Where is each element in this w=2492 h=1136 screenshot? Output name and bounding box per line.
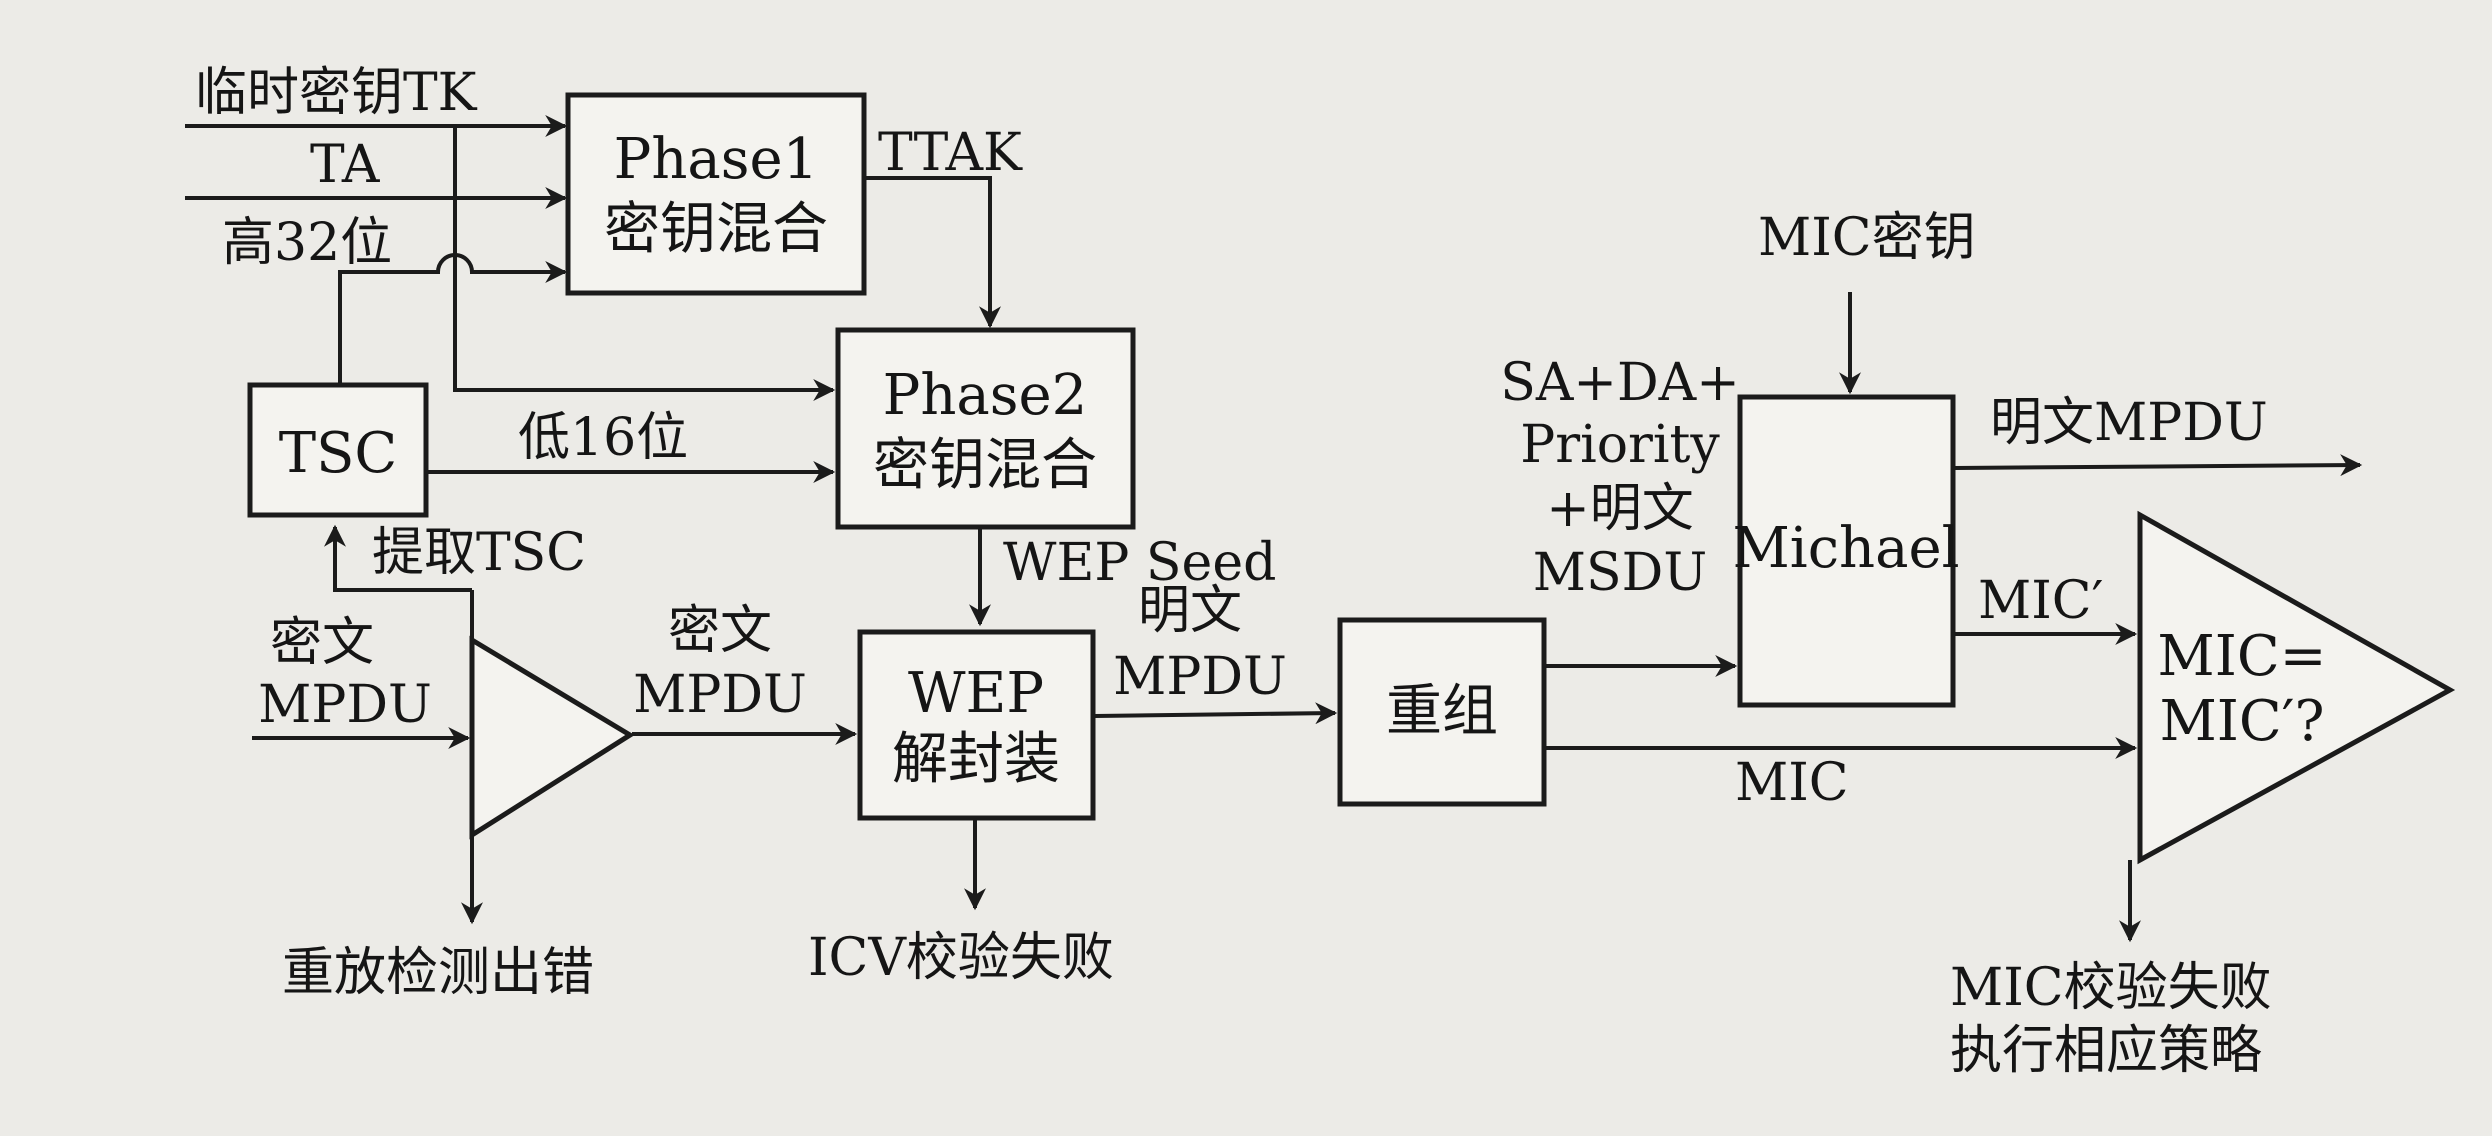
arrow-plain-out — [1954, 454, 2363, 477]
sa-da-label-line2: Priority — [1520, 415, 1720, 475]
plain-label-line2: MPDU — [1113, 647, 1287, 707]
connectors — [185, 115, 2363, 943]
sa-da-label-line4: MSDU — [1533, 543, 1707, 603]
plain-out-label: 明文MPDU — [1990, 393, 2268, 453]
low16-label: 低16位 — [518, 408, 688, 468]
wep-seed-label: WEP Seed — [1003, 533, 1276, 593]
ttak-label: TTAK — [878, 123, 1023, 183]
outcome-labels: 重放检测出错 ICV校验失败 MIC校验失败 执行相应策略 — [282, 928, 2272, 1081]
cipher-mid-label-line1: 密文 — [668, 601, 772, 661]
wep-label-line1: WEP — [908, 661, 1044, 726]
compare-label-line1: MIC= — [2157, 624, 2326, 689]
reassemble-block: 重组 — [1337, 617, 1547, 807]
ta-label: TA — [310, 135, 381, 195]
sa-da-label-line1: SA+DA+ — [1500, 353, 1740, 413]
extract-tsc-label: 提取TSC — [372, 523, 586, 583]
phase2-label-line1: Phase2 — [883, 363, 1088, 428]
wep-decap-block: WEP 解封装 — [857, 629, 1096, 821]
icv-fail-label: ICV校验失败 — [808, 928, 1114, 988]
mic-fail-label-line2: 执行相应策略 — [1950, 1021, 2262, 1081]
phase2-block: Phase2 密钥混合 — [835, 327, 1136, 530]
mic-key-label: MIC密钥 — [1758, 208, 1976, 268]
phase1-label-line2: 密钥混合 — [604, 197, 828, 262]
replay-error-label: 重放检测出错 — [282, 943, 594, 1003]
arrow-plain-to-reassemble — [1094, 702, 1338, 725]
tsc-block: TSC — [247, 382, 429, 518]
cipher-in-label-line2: MPDU — [258, 675, 432, 735]
sa-da-label-line3: +明文 — [1546, 479, 1694, 539]
mic-prime-label: MIC′ — [1978, 571, 2103, 631]
reassemble-label: 重组 — [1386, 679, 1498, 744]
mic-fail-label-line1: MIC校验失败 — [1950, 958, 2272, 1018]
arrow-ttak — [865, 176, 1001, 329]
signal-labels: 临时密钥TK TA 高32位 低16位 提取TSC MIC密钥 TTAK WEP… — [195, 63, 2268, 813]
phase1-label-line1: Phase1 — [614, 127, 819, 192]
arrow-high32-to-phase1 — [338, 253, 568, 385]
michael-label: Michael — [1732, 516, 1959, 581]
arrow-tk-to-phase2 — [453, 126, 836, 401]
arrow-extract-tsc — [324, 524, 472, 592]
phase1-block: Phase1 密钥混合 — [565, 92, 867, 296]
cipher-in-label-line1: 密文 — [270, 613, 374, 673]
cipher-mid-label-line2: MPDU — [633, 665, 807, 725]
wep-label-line2: 解封装 — [892, 727, 1060, 792]
compare-label-line2: MIC′? — [2159, 689, 2324, 754]
temp-key-tk-label: 临时密钥TK — [195, 63, 478, 123]
phase2-label-line2: 密钥混合 — [873, 433, 1097, 498]
mic-compare-triangle: MIC= MIC′? — [2137, 510, 2456, 865]
high32-label: 高32位 — [222, 213, 392, 273]
tsc-label: TSC — [279, 421, 398, 486]
plain-label-line1: 明文 — [1138, 581, 1242, 641]
michael-block: Michael — [1732, 394, 1960, 708]
mic-label: MIC — [1735, 753, 1849, 813]
replay-check-triangle — [469, 635, 635, 840]
